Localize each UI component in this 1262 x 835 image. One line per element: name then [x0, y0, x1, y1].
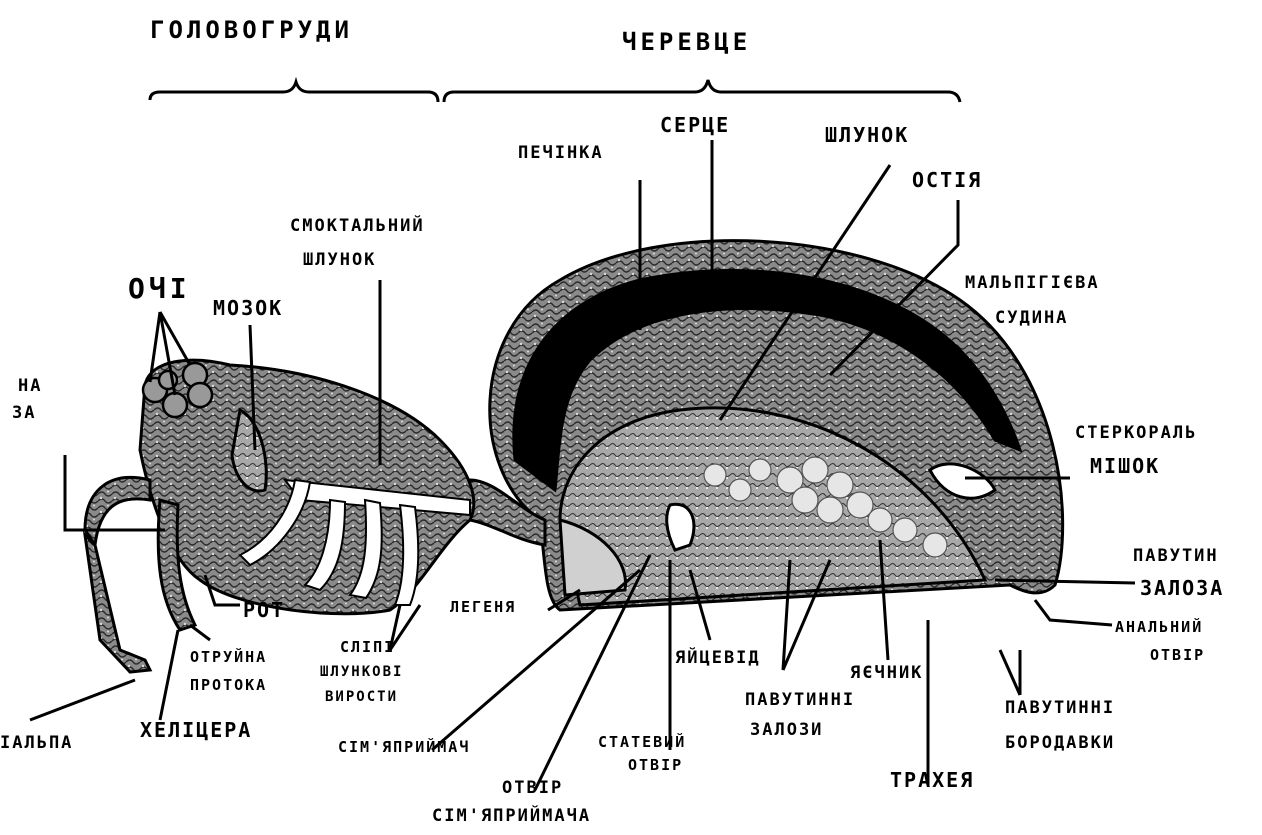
legs — [85, 477, 195, 672]
label-anus-1: АНАЛЬНИЙ — [1115, 620, 1203, 635]
abdomen-heading: ЧЕРЕВЦЕ — [622, 30, 751, 54]
label-lung: ЛЕГЕНЯ — [450, 600, 516, 615]
label-liver: ПЕЧІНКА — [518, 145, 604, 162]
abdomen — [490, 241, 1063, 610]
label-ovary: ЯЄЧНИК — [850, 665, 923, 682]
label-trachea: ТРАХЕЯ — [890, 770, 974, 790]
label-receptacle-opening-2: СІМ'ЯПРИЙМАЧА — [432, 808, 591, 825]
label-genital-opening-1: СТАТЕВИЙ — [598, 735, 686, 750]
label-caeca-3: ВИРОСТИ — [325, 690, 398, 704]
label-brain: МОЗОК — [213, 298, 283, 318]
label-spider-gland-2: ЗАЛОЗА — [1140, 578, 1224, 598]
label-oviduct: ЯЙЦЕВІД — [675, 650, 761, 667]
label-chelicera: ХЕЛІЦЕРА — [140, 720, 252, 740]
label-spinnerets-2: БОРОДАВКИ — [1005, 735, 1115, 752]
cephalothorax-heading: ГОЛОВОГРУДИ — [150, 18, 353, 42]
label-anus-2: ОТВІР — [1150, 648, 1205, 663]
label-sucking-stomach-1: СМОКТАЛЬНИЙ — [290, 218, 425, 235]
label-sucking-stomach-2: ШЛУНОК — [303, 252, 376, 269]
label-eyes: ОЧІ — [128, 275, 191, 303]
label-receptacle-opening-1: ОТВІР — [502, 780, 563, 797]
label-caeca-1: СЛІПІ — [340, 640, 395, 655]
label-naza-2: ЗА — [12, 405, 36, 422]
section-brackets — [150, 80, 960, 102]
label-stercoral-2: МІШОК — [1090, 456, 1160, 476]
label-silk-glands-1: ПАВУТИННІ — [745, 692, 855, 709]
label-naza-1: НА — [18, 378, 42, 395]
label-malpighian-1: МАЛЬПІГІЄВА — [965, 275, 1100, 292]
label-malpighian-2: СУДИНА — [995, 310, 1068, 327]
label-palp: ІАЛЬПА — [0, 735, 73, 752]
label-receptacle: СІМ'ЯПРИЙМАЧ — [338, 740, 470, 755]
label-ostia: ОСТІЯ — [912, 170, 982, 190]
label-caeca-2: ШЛУНКОВІ — [320, 665, 403, 679]
label-venom-duct-1: ОТРУЙНА — [190, 650, 267, 665]
label-stercoral-1: СТЕРКОРАЛЬ — [1075, 425, 1197, 442]
label-venom-duct-2: ПРОТОКА — [190, 678, 267, 693]
label-mouth: РОТ — [243, 600, 285, 620]
label-heart: СЕРЦЕ — [660, 115, 730, 135]
label-spinnerets-1: ПАВУТИННІ — [1005, 700, 1115, 717]
label-genital-opening-2: ОТВІР — [628, 758, 683, 773]
label-spider-gland-1: ПАВУТИН — [1133, 548, 1219, 565]
label-silk-glands-2: ЗАЛОЗИ — [750, 722, 823, 739]
label-stomach: ШЛУНОК — [825, 125, 909, 145]
